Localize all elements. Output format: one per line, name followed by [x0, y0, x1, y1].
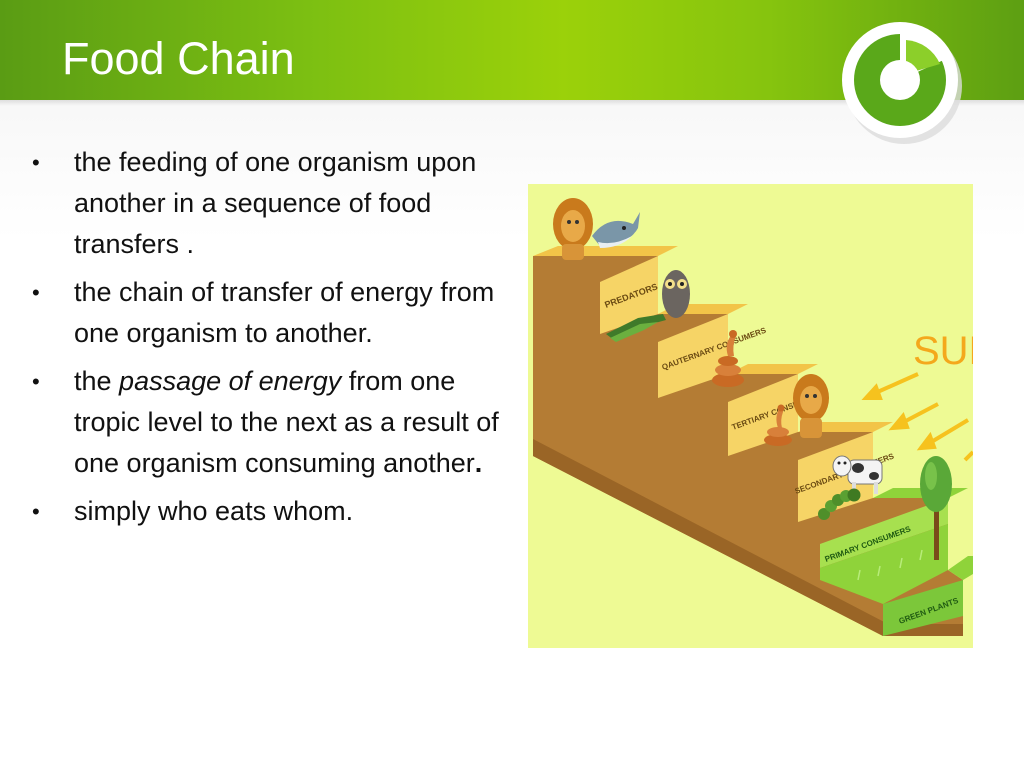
sun-rays-icon [861, 372, 973, 462]
lion-icon [793, 374, 829, 438]
slide-title: Food Chain [62, 33, 295, 84]
crocodile-icon [606, 314, 666, 342]
caterpillar-icon [818, 488, 861, 520]
bullet-text-mid: from one tropic level to the next as a r… [74, 366, 499, 478]
logo-icon [836, 18, 976, 148]
bullet-text-pre: the [74, 366, 120, 396]
sun-label: SUN [913, 329, 973, 373]
bullet-text: the chain of transfer of energy from one… [74, 277, 495, 348]
lion-icon [553, 198, 593, 260]
cow-icon [832, 455, 883, 494]
bullet-item: • the feeding of one organism upon anoth… [32, 147, 477, 259]
bullet-list: • the feeding of one organism upon anoth… [30, 142, 510, 539]
bullet-text-bold: . [474, 448, 483, 478]
bullet-text-emphasis: passage of energy [119, 366, 342, 396]
bullet-text: simply who eats whom. [74, 496, 354, 526]
food-chain-illustration: PREDATORS QAUTERNARY CONSUMERS TERTIARY … [528, 184, 973, 648]
owl-icon [662, 270, 690, 318]
shark-icon [592, 212, 640, 248]
grass-decoration [857, 549, 923, 581]
snake-icon [712, 330, 744, 387]
bullet-text: the feeding of one organism upon another… [74, 147, 477, 259]
bullet-item: • the passage of energy from one tropic … [32, 366, 499, 478]
snake-icon [764, 404, 792, 446]
tree-icon [920, 456, 952, 560]
bullet-item: • simply who eats whom. [32, 496, 354, 526]
bullet-item: • the chain of transfer of energy from o… [32, 277, 495, 348]
